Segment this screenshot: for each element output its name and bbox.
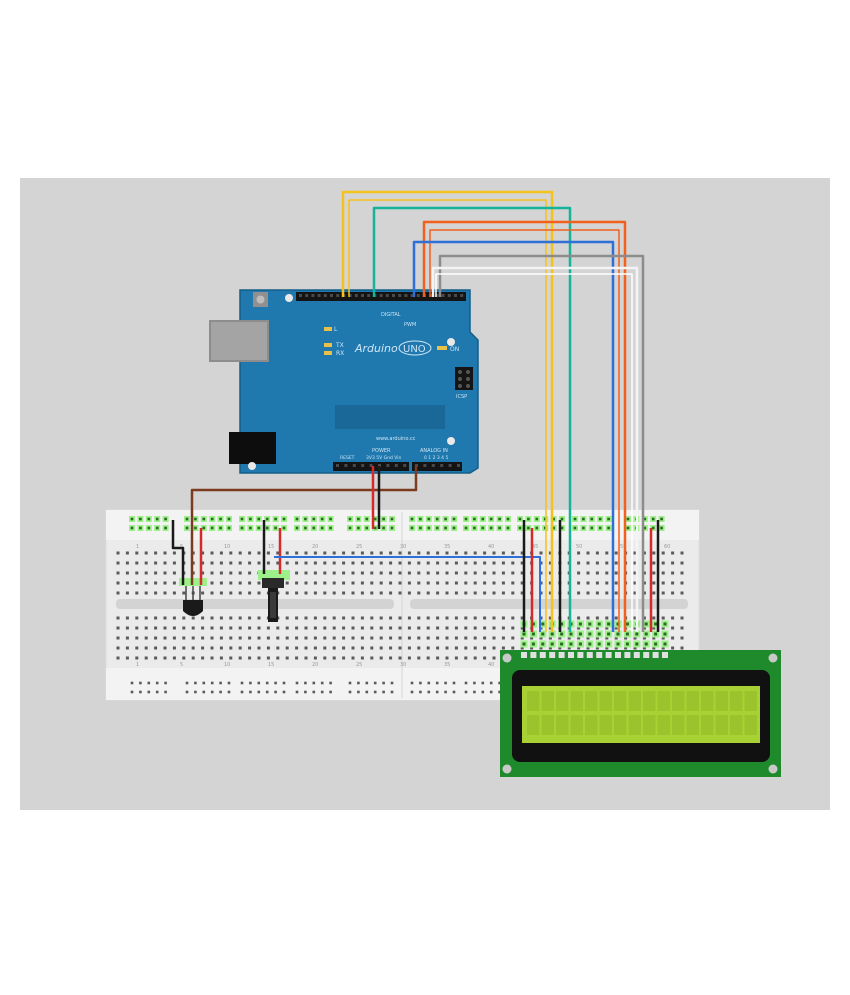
column-number: 20 (312, 662, 318, 668)
column-number: 25 (356, 544, 362, 550)
wires (171, 190, 660, 632)
led-l-label: L (334, 326, 338, 333)
column-number: 55 (620, 544, 626, 550)
icsp-label: ICSP (456, 394, 467, 400)
website-label: www.arduino.cc (376, 436, 416, 442)
wire-orange-2 (429, 229, 620, 632)
lcd-16x2-display (500, 650, 781, 777)
wire-brown-analog (190, 466, 418, 585)
column-number: 10 (224, 662, 230, 668)
led-on (437, 346, 447, 350)
column-number: 40 (488, 544, 494, 550)
column-number: 45 (532, 544, 538, 550)
lcd-character-cells (527, 691, 757, 735)
analog-label: ANALOG IN (420, 448, 448, 454)
column-number: 15 (268, 544, 274, 550)
led-tx (324, 343, 332, 347)
arduino-model: UNO (403, 344, 426, 355)
wire-gray (438, 254, 645, 632)
analog-header (412, 462, 462, 471)
wire-teal (372, 206, 572, 632)
column-number: 30 (400, 662, 406, 668)
wire-blue (412, 240, 615, 632)
wire-blue-contrast (274, 556, 541, 632)
pwm-label: PWM (404, 322, 416, 328)
on-label: ON (450, 346, 459, 353)
digital-label: DIGITAL (381, 312, 401, 318)
led-rx-label: RX (336, 350, 344, 357)
led-rx (324, 351, 332, 355)
column-number: 10 (224, 544, 230, 550)
column-number: 1 (136, 544, 139, 550)
led-l (324, 327, 332, 331)
analog-pins-label: 0 1 2 3 4 5 (424, 455, 448, 461)
column-number: 15 (268, 662, 274, 668)
column-number: 35 (444, 544, 450, 550)
wire-orange (422, 220, 627, 632)
icsp-header (455, 367, 473, 390)
power-jack (229, 432, 276, 464)
wire-yellow-2 (348, 199, 547, 632)
led-tx-label: TX (335, 342, 344, 349)
wire-white-2 (435, 273, 633, 632)
wire-black-sensor (171, 520, 185, 585)
column-number: 5 (180, 662, 183, 668)
column-number: 1 (136, 662, 139, 668)
microcontroller-chip (335, 405, 445, 429)
power-label: POWER (372, 448, 391, 454)
column-number: 50 (576, 544, 582, 550)
column-number: 25 (356, 662, 362, 668)
potentiometer (258, 570, 290, 622)
arduino-uno-board: L TX RX Arduino UNO ON DIGITAL PWM ICSP … (209, 289, 479, 474)
arduino-brand: Arduino (354, 342, 398, 355)
wire-yellow (341, 190, 554, 632)
column-number: 40 (488, 662, 494, 668)
column-number: 35 (444, 662, 450, 668)
column-number: 30 (400, 544, 406, 550)
power-pins-label: 3V3 5V Gnd Vin (366, 455, 401, 461)
lcd-header-pins (521, 652, 668, 658)
column-number: 20 (312, 544, 318, 550)
wire-white (431, 266, 639, 632)
reset-label: RESET (340, 455, 355, 461)
column-number: 60 (664, 544, 670, 550)
